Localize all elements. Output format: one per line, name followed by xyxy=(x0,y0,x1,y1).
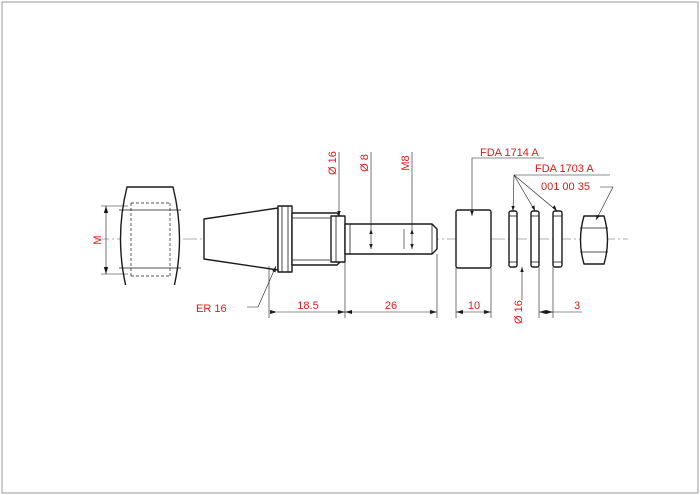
shank-diameter-label: Ø 16 xyxy=(327,151,339,175)
taper-length-label: 18.5 xyxy=(297,300,318,312)
ring-diameter-label: Ø 16 xyxy=(513,300,525,324)
nut-callout: 001 00 35 xyxy=(541,181,590,193)
rings-callout: FDA 1703 A xyxy=(535,163,594,175)
hex-nut xyxy=(579,215,609,265)
sleeve-length-label: 10 xyxy=(468,300,480,312)
pin-thread-label: M8 xyxy=(400,155,412,170)
sleeve-callout: FDA 1714 A xyxy=(480,147,539,159)
length-dimensions xyxy=(268,254,582,318)
callout-leaders xyxy=(247,157,614,308)
collet-callout: ER 16 xyxy=(196,303,227,315)
sleeve xyxy=(455,209,492,269)
collet-nut xyxy=(119,186,181,285)
nut-thread-label: M xyxy=(92,235,104,244)
spacer-rings xyxy=(508,210,563,268)
pin-length-label: 26 xyxy=(385,300,397,312)
ring-width-label: 3 xyxy=(574,300,580,312)
diameter-leaders xyxy=(337,152,524,300)
nut-thread-dimension xyxy=(101,205,128,275)
threaded-pin xyxy=(344,223,438,255)
pin-diameter-label: Ø 8 xyxy=(359,154,371,172)
collet-holder xyxy=(203,205,346,273)
